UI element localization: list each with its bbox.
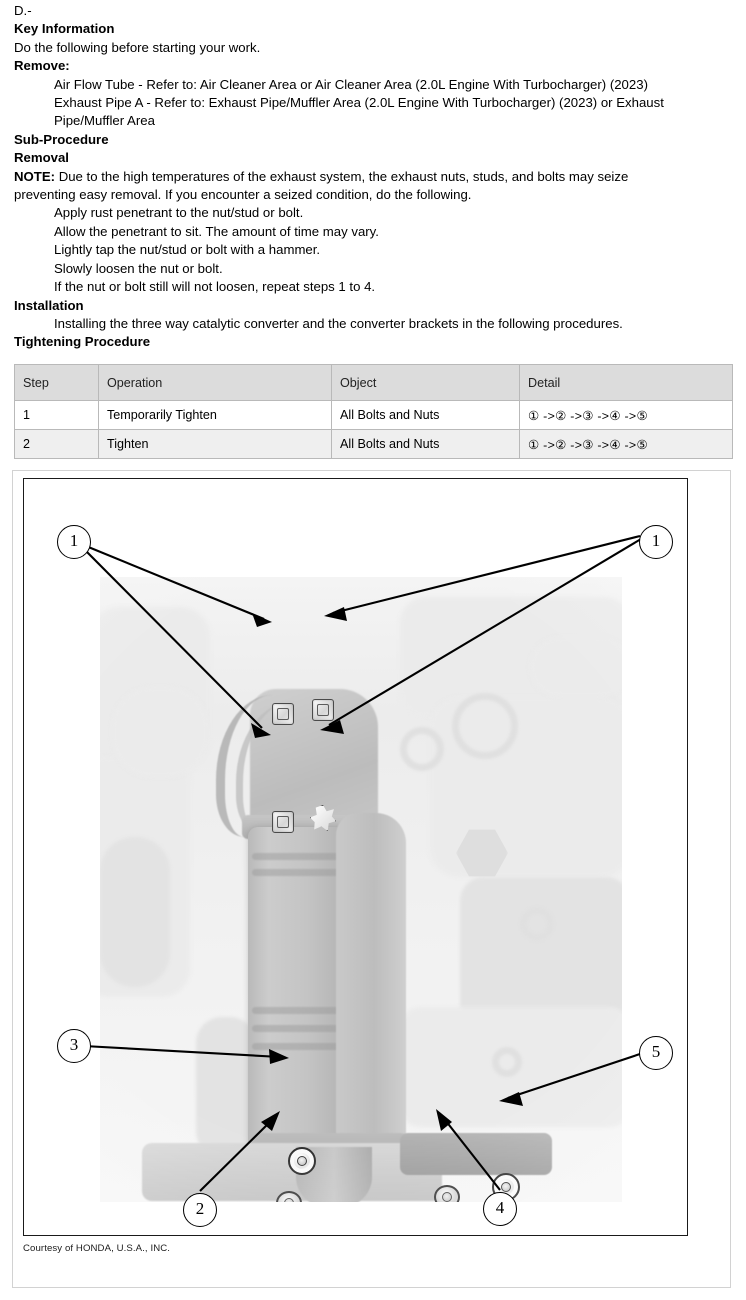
cell-object: All Bolts and Nuts [331, 429, 520, 459]
fastener-upper-right-nut [312, 699, 334, 721]
remove-item-exhaust-pipe-a-cont: Pipe/Muffler Area [54, 113, 155, 129]
heading-remove: Remove: [14, 58, 70, 74]
cell-step: 2 [14, 429, 99, 459]
column-header-operation: Operation [98, 364, 332, 401]
heading-removal: Removal [14, 150, 69, 166]
callout-2: 2 [183, 1193, 217, 1227]
remove-item-air-flow-tube: Air Flow Tube - Refer to: Air Cleaner Ar… [54, 76, 648, 92]
cell-detail: ① ->② ->③ ->④ ->⑤ [519, 400, 733, 430]
fastener-bolt-4 [434, 1185, 460, 1202]
removal-step-5: If the nut or bolt still will not loosen… [54, 279, 376, 295]
note-label: NOTE: [14, 168, 56, 184]
figure-inner-frame: 1 1 3 5 2 4 [23, 478, 688, 1236]
procedure-text-block: D.- Key Information Do the following bef… [14, 2, 732, 352]
note-text-line1: Due to the high temperatures of the exha… [58, 168, 629, 184]
leader-lines [80, 534, 642, 1192]
table-header-row: Step Operation Object Detail [14, 364, 733, 401]
tightening-procedure-table: Step Operation Object Detail 1 Temporari… [14, 364, 733, 459]
heading-installation: Installation [14, 297, 84, 313]
fastener-upper-left-nut [272, 703, 294, 725]
removal-step-2: Allow the penetrant to sit. The amount o… [54, 223, 379, 239]
note-text-line2: preventing easy removal. If you encounte… [14, 187, 472, 203]
removal-step-4: Slowly loosen the nut or bolt. [54, 260, 223, 276]
table-row: 2 Tighten All Bolts and Nuts ① ->② ->③ -… [14, 429, 733, 459]
fastener-lower-left-nut [272, 811, 294, 833]
column-header-step: Step [14, 364, 99, 401]
fastener-bolt-3 [288, 1147, 316, 1175]
figure-outer-frame: 1 1 3 5 2 4 Courtesy of HONDA, U.S.A., I… [12, 470, 731, 1288]
callout-1-right: 1 [639, 525, 673, 559]
remove-item-exhaust-pipe-a: Exhaust Pipe A - Refer to: Exhaust Pipe/… [54, 95, 664, 111]
note-paragraph: NOTE: Due to the high temperatures of th… [14, 168, 732, 186]
engine-bay-photo [100, 577, 622, 1202]
cell-detail: ① ->② ->③ ->④ ->⑤ [519, 429, 733, 459]
callout-4: 4 [483, 1192, 517, 1226]
removal-step-3: Lightly tap the nut/stud or bolt with a … [54, 242, 321, 258]
installation-text: Installing the three way catalytic conve… [54, 315, 623, 331]
table-row: 1 Temporarily Tighten All Bolts and Nuts… [14, 400, 733, 430]
callout-1-left: 1 [57, 525, 91, 559]
cell-operation: Temporarily Tighten [98, 400, 332, 430]
column-header-detail: Detail [519, 364, 733, 401]
section-label: D.- [14, 3, 32, 18]
heading-sub-procedure: Sub-Procedure [14, 131, 109, 147]
heading-key-information: Key Information [14, 21, 115, 37]
callout-3: 3 [57, 1029, 91, 1063]
column-header-object: Object [331, 364, 520, 401]
intro-line: Do the following before starting your wo… [14, 39, 261, 55]
callout-5: 5 [639, 1036, 673, 1070]
cell-step: 1 [14, 400, 99, 430]
cell-object: All Bolts and Nuts [331, 400, 520, 430]
heading-tightening-procedure: Tightening Procedure [14, 334, 151, 350]
tightening-procedure-table-wrap: Step Operation Object Detail 1 Temporari… [14, 364, 733, 459]
removal-step-1: Apply rust penetrant to the nut/stud or … [54, 205, 304, 221]
cell-operation: Tighten [98, 429, 332, 459]
figure-caption: Courtesy of HONDA, U.S.A., INC. [23, 1243, 171, 1254]
